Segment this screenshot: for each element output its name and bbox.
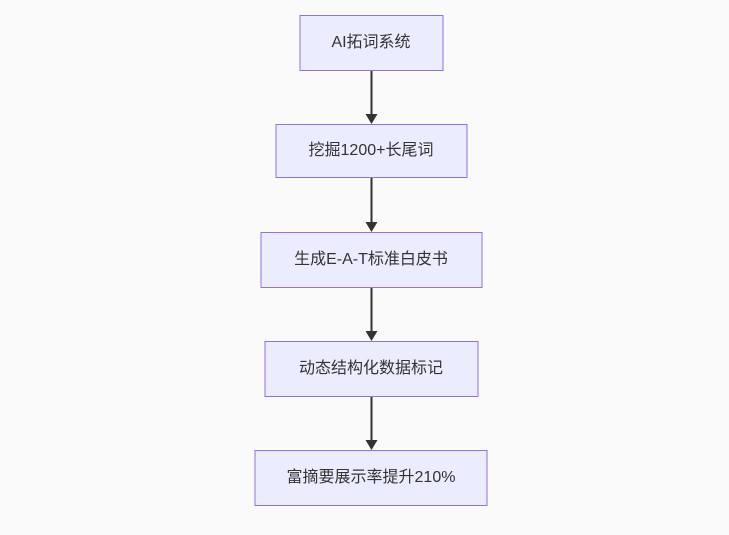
arrow-line bbox=[370, 178, 372, 223]
arrowhead-down-icon bbox=[365, 331, 377, 341]
flow-arrow-4 bbox=[365, 397, 377, 450]
arrowhead-down-icon bbox=[365, 222, 377, 232]
flow-node-label: 挖掘1200+长尾词 bbox=[308, 142, 434, 159]
flowchart: AI拓词系统 挖掘1200+长尾词 生成E-A-T标准白皮书 动态结构化数据标记 bbox=[254, 15, 488, 506]
flow-node-longtail-mining: 挖掘1200+长尾词 bbox=[275, 124, 467, 178]
flow-node-label: 富摘要展示率提升210% bbox=[286, 469, 456, 486]
flow-node-rich-snippet-result: 富摘要展示率提升210% bbox=[254, 450, 488, 506]
flow-arrow-3 bbox=[365, 288, 377, 341]
arrow-line bbox=[370, 397, 372, 441]
flow-node-eat-whitepaper: 生成E-A-T标准白皮书 bbox=[260, 232, 482, 288]
arrowhead-down-icon bbox=[365, 114, 377, 124]
flow-arrow-2 bbox=[365, 178, 377, 232]
arrowhead-down-icon bbox=[365, 440, 377, 450]
flow-arrow-1 bbox=[365, 71, 377, 124]
flow-node-label: AI拓词系统 bbox=[331, 34, 411, 51]
arrow-line bbox=[370, 288, 372, 332]
flow-node-structured-data-markup: 动态结构化数据标记 bbox=[264, 341, 478, 397]
flow-node-label: 生成E-A-T标准白皮书 bbox=[294, 251, 448, 268]
flow-node-label: 动态结构化数据标记 bbox=[298, 360, 443, 377]
flow-node-ai-keyword-system: AI拓词系统 bbox=[299, 15, 443, 71]
arrow-line bbox=[370, 71, 372, 115]
